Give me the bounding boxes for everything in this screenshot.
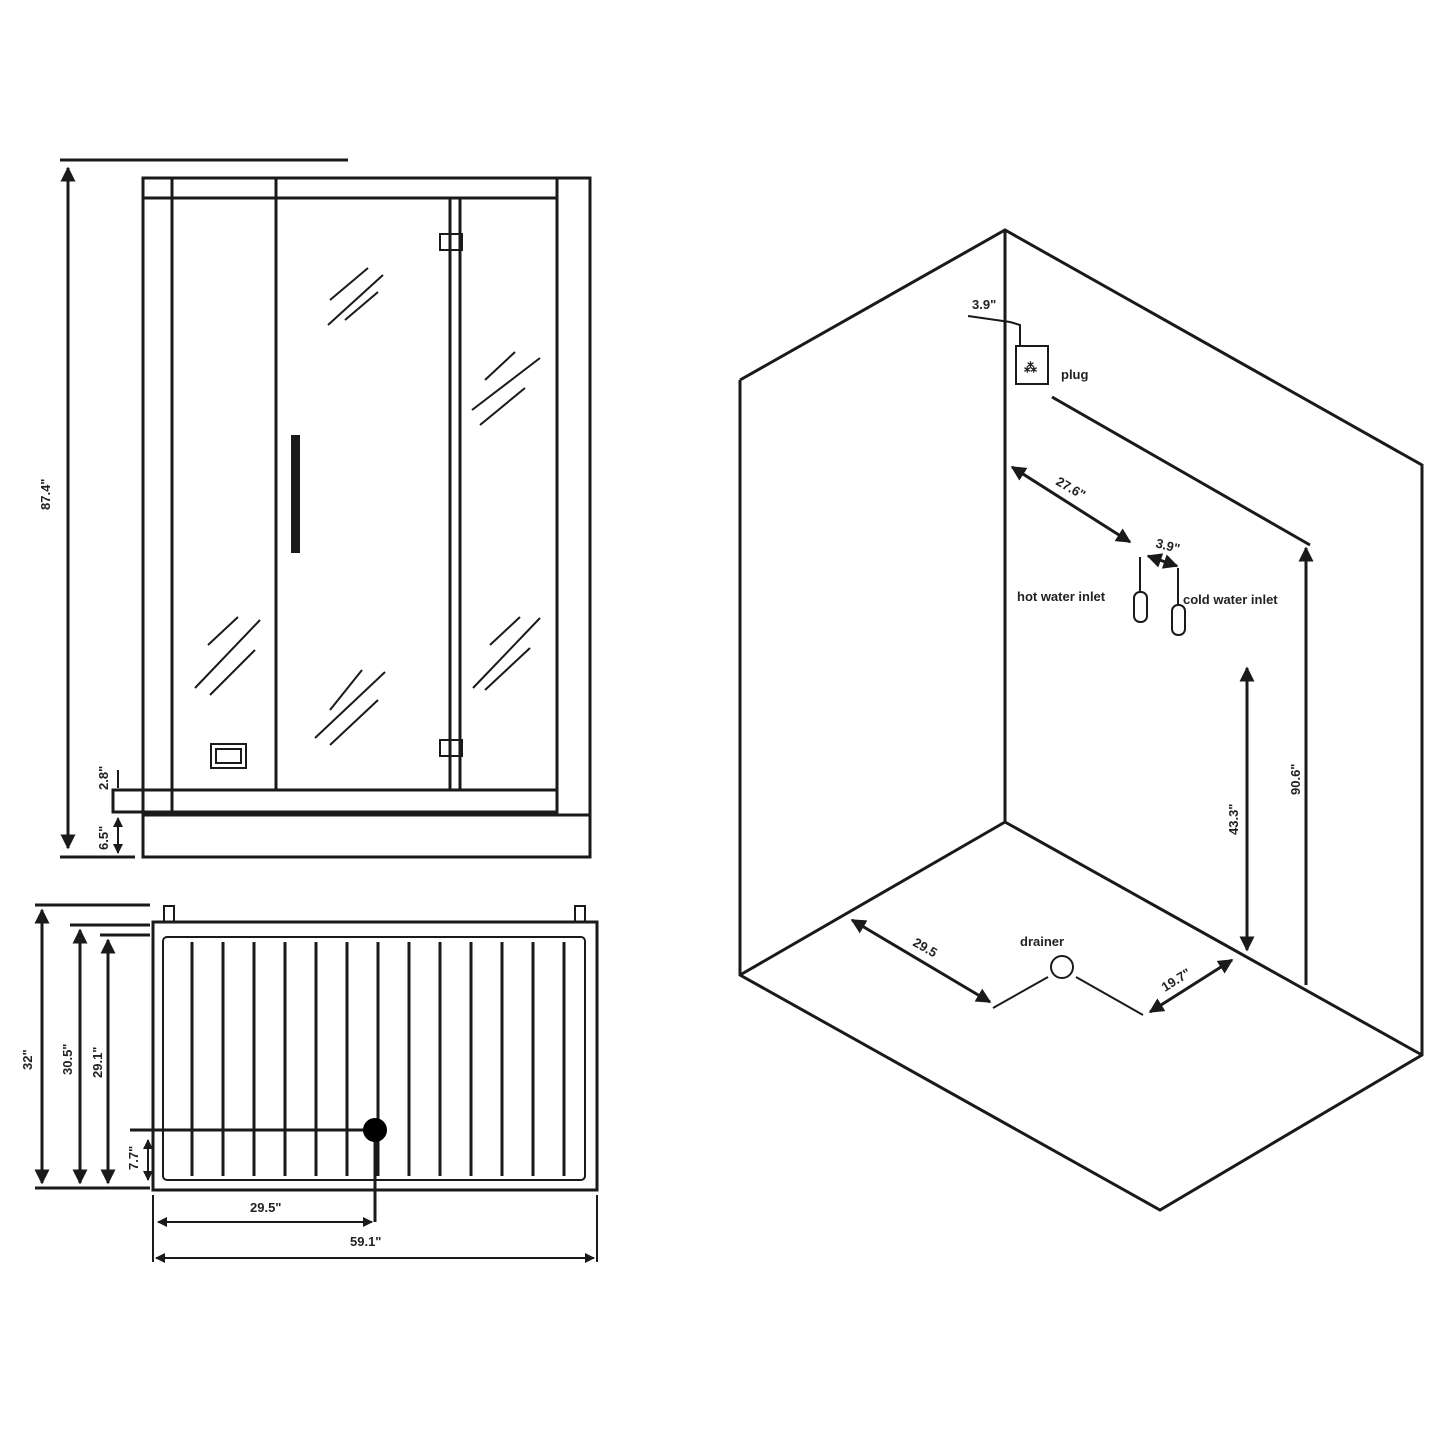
front-view: 87.4" 2.8" 6.5" bbox=[38, 158, 592, 859]
drainer-y-label: 19.7" bbox=[1159, 965, 1194, 994]
threshold bbox=[111, 788, 559, 814]
post-left bbox=[163, 905, 175, 923]
hinge-top bbox=[439, 233, 463, 251]
plug-label: plug bbox=[1061, 367, 1088, 382]
height-label: 87.4" bbox=[38, 479, 53, 510]
drainer-icon bbox=[1050, 955, 1074, 979]
frame-outline bbox=[141, 176, 592, 859]
plug-icon bbox=[1015, 345, 1049, 385]
drain-depth-label: 7.7" bbox=[126, 1146, 141, 1170]
glass-reflections bbox=[194, 267, 541, 746]
hot-inlet-icon bbox=[1133, 591, 1148, 623]
drain-hole bbox=[363, 1118, 387, 1142]
total-height-label: 90.6" bbox=[1288, 764, 1303, 795]
plug-symbol: ⁂ bbox=[1024, 360, 1037, 375]
width-label: 59.1" bbox=[350, 1234, 381, 1249]
cold-inlet-label: cold water inlet bbox=[1183, 592, 1278, 607]
door-handle bbox=[291, 435, 300, 553]
inlet-spacing-label: 3.9" bbox=[1154, 535, 1181, 556]
cold-inlet-icon bbox=[1171, 604, 1186, 636]
post-right bbox=[574, 905, 586, 923]
top-view: 32" 30.5" 29.1" 7.7" 29.5" 59.1" bbox=[20, 903, 599, 1263]
drain-width-label: 29.5" bbox=[250, 1200, 281, 1215]
drainer-label: drainer bbox=[1020, 934, 1064, 949]
inlet-height-label: 43.3" bbox=[1226, 804, 1241, 835]
hot-inlet-label: hot water inlet bbox=[1017, 589, 1106, 604]
vent bbox=[210, 743, 247, 769]
inner-depth-2-label: 29.1" bbox=[90, 1047, 105, 1078]
iso-view: 3.9" ⁂ plug 27.6" 3.9" hot water inlet c… bbox=[738, 228, 1424, 1212]
hinge-bottom bbox=[439, 739, 463, 757]
depth-label: 32" bbox=[20, 1049, 35, 1070]
threshold-label: 2.8" bbox=[96, 766, 111, 790]
inner-depth-1-label: 30.5" bbox=[60, 1044, 75, 1075]
plug-offset-label: 3.9" bbox=[972, 297, 996, 312]
base-label: 6.5" bbox=[96, 826, 111, 850]
